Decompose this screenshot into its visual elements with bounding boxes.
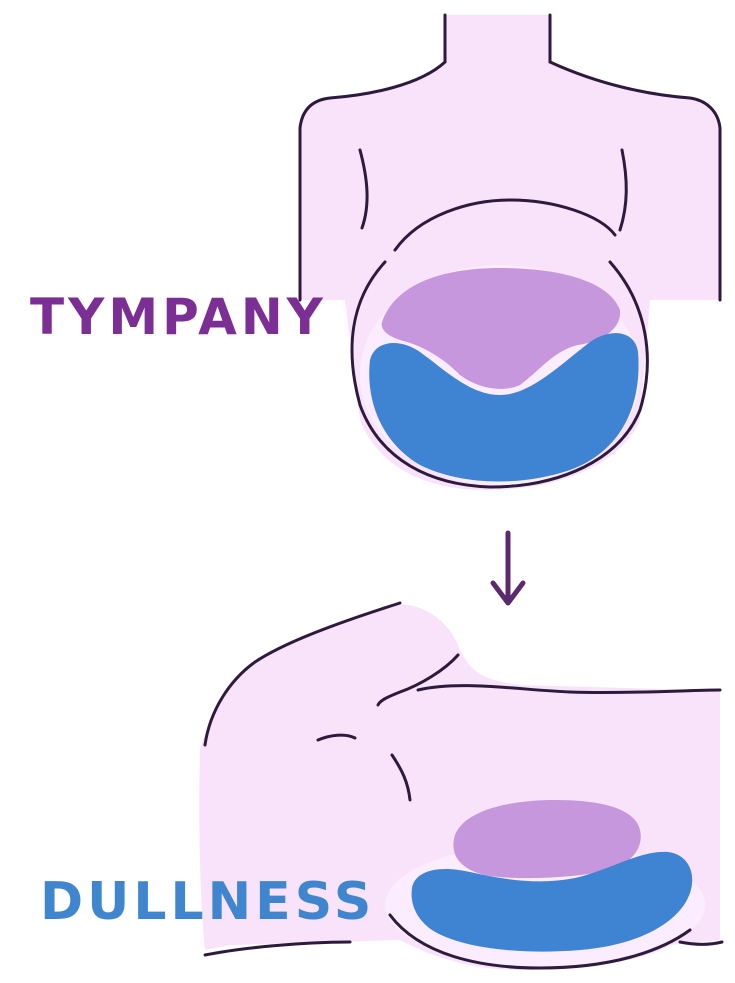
tympany-label: TYMPANY — [30, 288, 327, 346]
dullness-label: DULLNESS — [40, 872, 375, 932]
supine-base-right — [680, 942, 722, 944]
upright-torso — [300, 15, 720, 490]
arrow-down-icon — [493, 533, 523, 603]
